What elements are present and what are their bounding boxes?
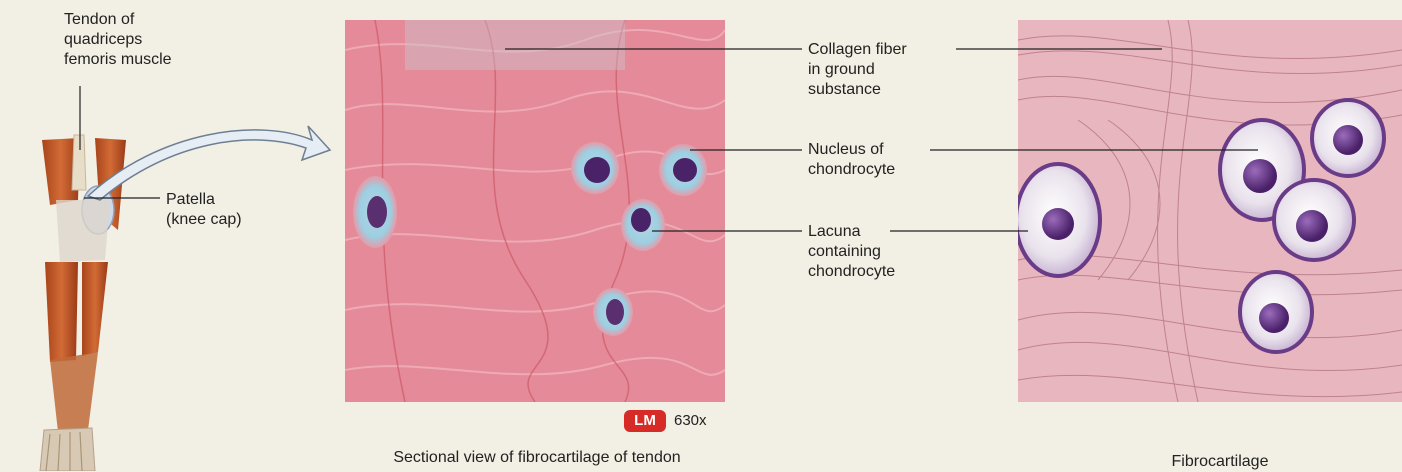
- leader-lines: [0, 0, 1402, 471]
